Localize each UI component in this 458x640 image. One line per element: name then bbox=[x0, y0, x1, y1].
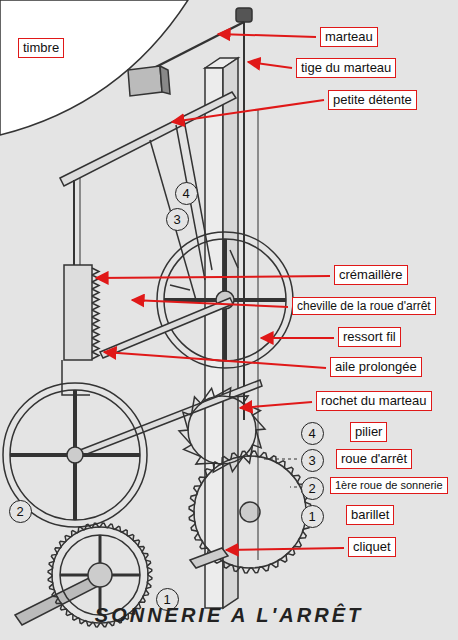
callout-number-text: 3 bbox=[308, 453, 315, 468]
callout-number-text: 2 bbox=[308, 481, 315, 496]
callout-number: 4 bbox=[175, 182, 198, 205]
part-name: pilier bbox=[355, 424, 382, 439]
callout-number: 3 bbox=[166, 208, 189, 231]
callout-number: 4 bbox=[301, 422, 324, 445]
label-box: aile prolongée bbox=[330, 357, 422, 377]
callout-number-text: 3 bbox=[173, 212, 180, 227]
part-name: ressort fil bbox=[343, 329, 396, 344]
gear-teeth bbox=[189, 451, 311, 573]
part-name: rochet du marteau bbox=[321, 393, 427, 408]
label-box: marteau bbox=[320, 27, 378, 47]
label-box: barillet bbox=[346, 505, 394, 525]
callout-number: 2 bbox=[301, 477, 324, 500]
label-box: ressort fil bbox=[338, 327, 401, 347]
callout-number: 1 bbox=[301, 505, 324, 528]
part-name: petite détente bbox=[333, 92, 412, 107]
part-name: crémaillère bbox=[339, 267, 403, 282]
label-box: timbre bbox=[18, 38, 64, 58]
callout-number-text: 4 bbox=[182, 186, 189, 201]
label-box: rochet du marteau bbox=[316, 391, 432, 411]
rack-teeth bbox=[92, 268, 99, 359]
label-box: pilier bbox=[350, 422, 387, 442]
part-name: roue d'arrêt bbox=[341, 451, 407, 466]
pawl bbox=[190, 548, 228, 568]
callout-number-text: 1 bbox=[308, 509, 315, 524]
label-box: cheville de la roue d'arrêt bbox=[292, 297, 436, 315]
wire-spring bbox=[258, 110, 259, 560]
pillar bbox=[205, 58, 238, 608]
label-box: 1ère roue de sonnerie bbox=[330, 477, 448, 494]
label-box: cliquet bbox=[348, 537, 396, 557]
label-box: tige du marteau bbox=[296, 58, 396, 78]
part-name: tige du marteau bbox=[301, 60, 391, 75]
great-wheel bbox=[189, 451, 311, 573]
label-box: crémaillère bbox=[334, 265, 408, 285]
part-name: 1ère roue de sonnerie bbox=[335, 479, 443, 491]
part-name: marteau bbox=[325, 29, 373, 44]
part-name: cliquet bbox=[353, 539, 391, 554]
dashed-leaders bbox=[262, 459, 297, 487]
first-striking-wheel bbox=[3, 383, 147, 527]
part-name: aile prolongée bbox=[335, 359, 417, 374]
label-box: petite détente bbox=[328, 90, 417, 110]
leader-arrows bbox=[96, 34, 344, 550]
part-name: cheville de la roue d'arrêt bbox=[297, 299, 431, 313]
callout-number-text: 4 bbox=[308, 426, 315, 441]
callout-number-text: 2 bbox=[16, 504, 23, 519]
diagram-title: SONNERIE A L'ARRÊT bbox=[0, 604, 458, 627]
callout-number: 2 bbox=[9, 500, 32, 523]
callout-number: 3 bbox=[301, 449, 324, 472]
part-name: timbre bbox=[23, 40, 59, 55]
bell bbox=[0, 0, 188, 135]
rack bbox=[62, 265, 99, 395]
part-name: barillet bbox=[351, 507, 389, 522]
label-box: roue d'arrêt bbox=[336, 449, 412, 469]
